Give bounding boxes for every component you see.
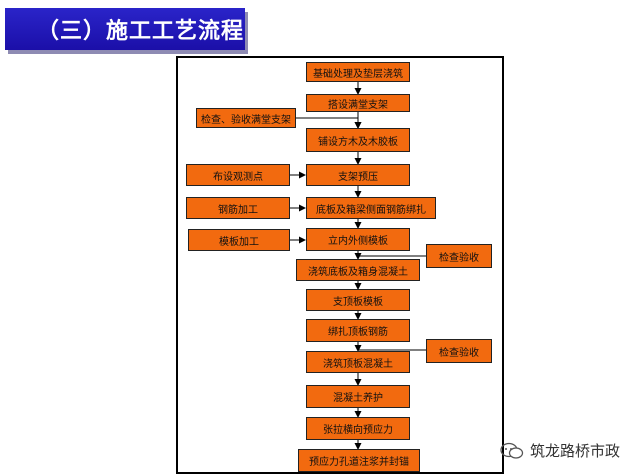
flow-step-9: 绑扎顶板钢筋 xyxy=(306,319,410,342)
watermark-text: 筑龙路桥市政 xyxy=(529,442,620,460)
flow-step-1: 基础处理及垫层浇筑 xyxy=(306,62,410,82)
wechat-icon xyxy=(500,442,524,459)
flow-step-4: 支架预压 xyxy=(306,164,410,186)
side-rebar-processing: 钢筋加工 xyxy=(186,197,290,219)
flow-step-2: 搭设满堂支架 xyxy=(306,94,410,112)
arrow-inspect-2 xyxy=(357,349,426,351)
section-title-bar: （三）施工工艺流程 xyxy=(5,8,245,50)
flow-step-7: 浇筑底板及箱身混凝土 xyxy=(296,259,420,281)
flow-step-11: 混凝土养护 xyxy=(306,385,410,408)
flow-step-12: 张拉横向预应力 xyxy=(306,417,410,440)
flow-step-10: 浇筑顶板混凝土 xyxy=(306,351,410,373)
section-title: （三）施工工艺流程 xyxy=(37,19,245,44)
watermark: 筑龙路桥市政 xyxy=(500,440,620,461)
side-inspect-acceptance-1: 检查验收 xyxy=(426,244,492,268)
flow-step-8: 支顶板模板 xyxy=(306,289,410,311)
flow-step-6: 立内外侧模板 xyxy=(306,228,410,251)
side-inspect-acceptance-2: 检查验收 xyxy=(426,339,492,363)
flow-step-5: 底板及箱梁侧面钢筋绑扎 xyxy=(306,197,436,219)
flow-step-3: 铺设方木及木胶板 xyxy=(306,128,410,152)
arrow-inspect-1 xyxy=(357,255,426,259)
arrow-inspect-support xyxy=(296,117,362,129)
side-inspect-support: 检查、验收满堂支架 xyxy=(196,108,296,128)
flow-step-13: 预应力孔道注浆并封锚 xyxy=(298,449,420,472)
flowchart-frame xyxy=(176,56,504,474)
side-survey-points: 布设观测点 xyxy=(186,164,290,186)
side-formwork-processing: 模板加工 xyxy=(188,229,290,251)
